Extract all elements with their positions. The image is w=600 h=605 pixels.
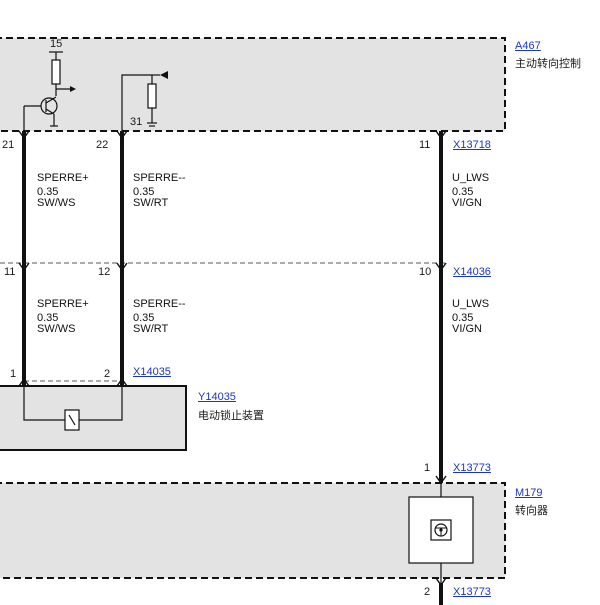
pin-a467-11: 11 xyxy=(419,139,431,151)
a467-housing xyxy=(0,37,506,132)
pin-a467-15: 15 xyxy=(50,38,63,50)
wire-label-upper-sperre-plus: SPERRE+ 0.35 SW/WS xyxy=(37,172,89,209)
pin-a467-21: 21 xyxy=(2,139,15,151)
y14035-housing xyxy=(0,385,187,451)
pin-a467-22: 22 xyxy=(96,139,109,151)
wire-label-lower-u-lws: U_LWS 0.35 VI/GN xyxy=(452,298,490,335)
wire-label-lower-sperre-minus: SPERRE-- 0.35 SW/RT xyxy=(133,298,186,335)
link-x13773-top[interactable]: X13773 xyxy=(453,462,491,474)
pin-x14036-12: 12 xyxy=(98,266,111,278)
pin-m179-1: 1 xyxy=(424,462,431,474)
link-x13773-bottom[interactable]: X13773 xyxy=(453,586,491,598)
pin-m179-2: 2 xyxy=(424,586,431,598)
wire-label-upper-u-lws: U_LWS 0.35 VI/GN xyxy=(452,172,490,209)
m179-description: 转向器 xyxy=(515,505,548,517)
link-m179[interactable]: M179 xyxy=(515,487,543,499)
wire-label-lower-sperre-plus: SPERRE+ 0.35 SW/WS xyxy=(37,298,89,335)
ground-arrow-icon xyxy=(160,71,168,79)
steering-wheel-icon xyxy=(430,519,452,541)
wire-label-upper-sperre-minus: SPERRE-- 0.35 SW/RT xyxy=(133,172,186,209)
pin-x14036-11: 11 xyxy=(4,266,16,278)
pin-x14036-10: 10 xyxy=(419,266,432,278)
link-x14036[interactable]: X14036 xyxy=(453,266,491,278)
link-x14035[interactable]: X14035 xyxy=(133,366,171,378)
pin-a467-31: 31 xyxy=(130,116,143,128)
resistor-icon xyxy=(147,83,157,109)
pin-x14035-2: 2 xyxy=(104,368,111,380)
link-x13718[interactable]: X13718 xyxy=(453,139,491,151)
solenoid-icon xyxy=(64,409,80,431)
y14035-description: 电动锁止装置 xyxy=(198,410,264,422)
pin-x14035-1: 1 xyxy=(10,368,17,380)
link-y14035[interactable]: Y14035 xyxy=(198,391,236,403)
resistor-icon xyxy=(51,59,61,85)
link-a467[interactable]: A467 xyxy=(515,40,541,52)
a467-description: 主动转向控制 xyxy=(515,58,581,70)
